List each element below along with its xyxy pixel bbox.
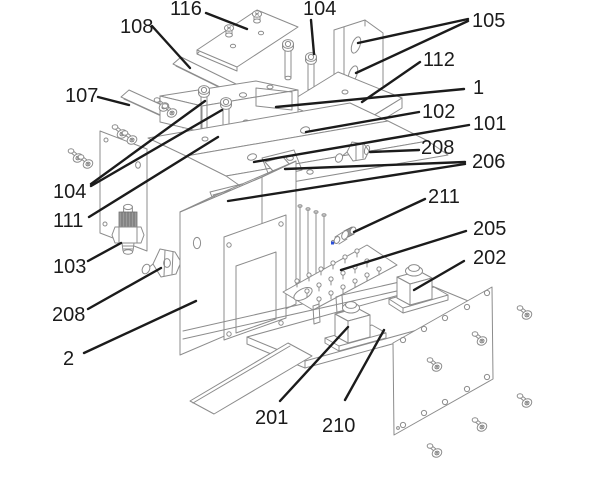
callout-107: 107 bbox=[65, 85, 98, 107]
callout-102: 102 bbox=[422, 101, 455, 123]
leader-line-108 bbox=[150, 24, 192, 70]
leader-line-1 bbox=[274, 87, 466, 109]
leader-line-105 bbox=[354, 19, 470, 75]
leader-line-116 bbox=[204, 11, 249, 31]
part-plate-116 bbox=[196, 9, 299, 72]
leader-line-201 bbox=[278, 325, 350, 403]
callout-108: 108 bbox=[120, 16, 153, 38]
callouts-layer: 116 108 104 105 112 1 102 101 208 206 211 205 202 107… bbox=[52, 0, 506, 437]
part-head-block-1 bbox=[159, 80, 299, 133]
callout-208-upper: 208 bbox=[421, 137, 454, 159]
leader-line-102 bbox=[304, 110, 421, 134]
leader-line-103 bbox=[86, 241, 123, 263]
callout-105: 105 bbox=[472, 10, 505, 32]
callout-202: 202 bbox=[473, 247, 506, 269]
small-screw bbox=[77, 154, 95, 171]
leader-line-104-left bbox=[89, 99, 207, 186]
callout-111: 111 bbox=[53, 210, 83, 232]
part-window-frame bbox=[223, 214, 287, 341]
leader-line-211 bbox=[352, 197, 427, 234]
callout-116: 116 bbox=[170, 0, 202, 20]
part-fitting-103 bbox=[111, 203, 145, 255]
leader-line-206 bbox=[283, 160, 467, 171]
callout-206: 206 bbox=[472, 151, 505, 173]
callout-201: 201 bbox=[255, 407, 288, 429]
callout-101: 101 bbox=[473, 113, 506, 135]
screw-104-a bbox=[282, 39, 294, 81]
part-guide-rods bbox=[297, 204, 327, 299]
callout-208-lower: 208 bbox=[52, 304, 85, 326]
callout-1: 1 bbox=[473, 77, 484, 99]
small-screw bbox=[471, 417, 489, 434]
callout-211: 211 bbox=[428, 186, 460, 208]
leader-line-111 bbox=[87, 135, 220, 219]
part-right-plate bbox=[392, 286, 494, 436]
part-fitting-208-upper bbox=[334, 141, 371, 163]
small-screw bbox=[516, 393, 534, 410]
part-fitting-211 bbox=[330, 226, 357, 245]
drawing-layer bbox=[67, 9, 534, 460]
part-fitting-208-lower bbox=[141, 248, 182, 278]
part-strip bbox=[189, 342, 313, 415]
small-screw bbox=[426, 443, 444, 460]
callout-2: 2 bbox=[63, 348, 74, 370]
part-fitting-202 bbox=[388, 264, 449, 314]
leader-line-210 bbox=[343, 328, 386, 402]
callout-104-left: 104 bbox=[53, 181, 86, 203]
leader-line-112 bbox=[360, 60, 422, 104]
leader-line-208-lower bbox=[86, 266, 163, 311]
callout-112: 112 bbox=[423, 49, 455, 71]
callout-210: 210 bbox=[322, 415, 355, 437]
leader-line-205 bbox=[339, 229, 468, 272]
leader-line-107 bbox=[96, 95, 131, 107]
leader-line-206 bbox=[226, 162, 467, 203]
callout-104-top: 104 bbox=[303, 0, 336, 20]
blue-marker bbox=[331, 241, 334, 245]
leader-line-104-top bbox=[309, 18, 316, 56]
leader-line-2 bbox=[82, 299, 198, 355]
callout-103: 103 bbox=[53, 256, 86, 278]
leader-line-104-left bbox=[89, 108, 224, 188]
part-fitting-201 bbox=[324, 301, 387, 352]
small-screw bbox=[516, 305, 534, 322]
leader-line-208-upper bbox=[368, 148, 421, 154]
leader-line-101 bbox=[252, 123, 471, 164]
leader-line-202 bbox=[412, 259, 466, 292]
callout-205: 205 bbox=[473, 218, 506, 240]
leader-line-105 bbox=[356, 17, 470, 45]
